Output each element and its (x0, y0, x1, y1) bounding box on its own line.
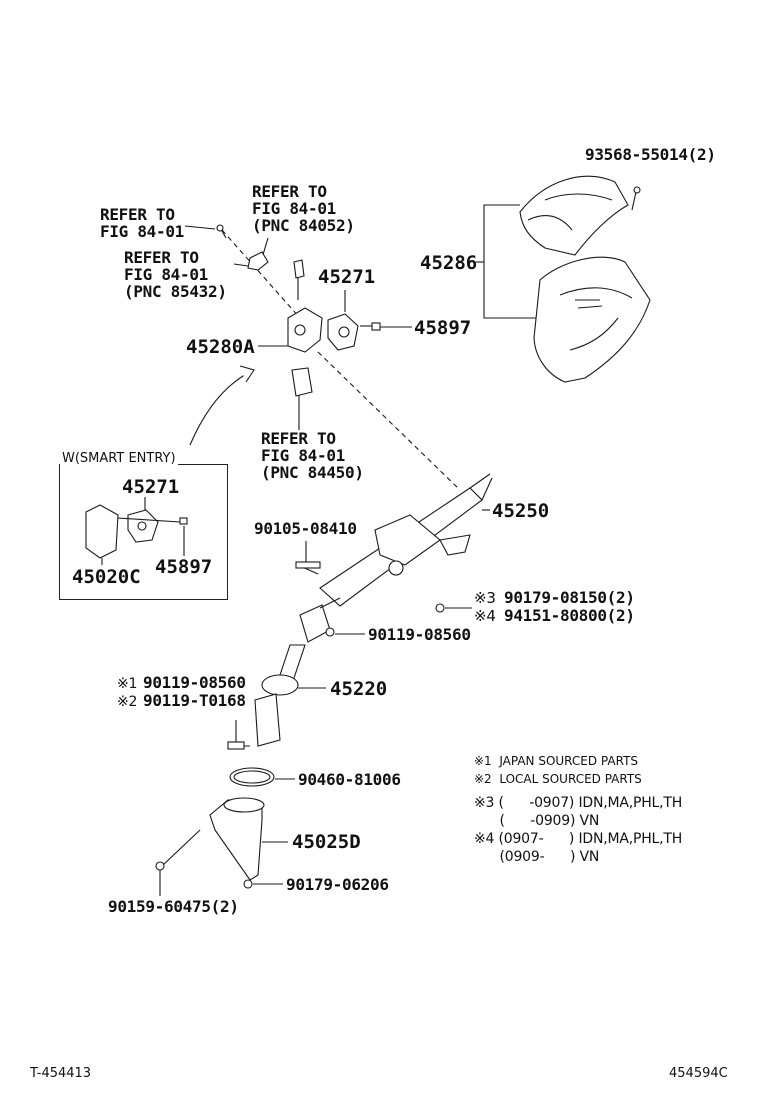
part-90179-08150: 90179-08150(2) (504, 588, 635, 607)
note-4-line-1: ※4 (0907- ) IDN,MA,PHL,TH (474, 831, 683, 847)
part-90460-81006: 90460-81006 (298, 770, 401, 789)
smart-entry-arrow (189, 371, 251, 446)
note-4-line-2: (0909- ) VN (474, 849, 600, 865)
part-45271: 45271 (318, 266, 376, 288)
upper-column-cover (519, 175, 629, 256)
cover-screw (631, 191, 637, 211)
inset-switch-45020C (85, 504, 119, 559)
part-90119-08560: 90119-08560 (368, 625, 471, 644)
inset-switch-45271 (127, 509, 159, 543)
bolt-90119-lower (227, 741, 245, 750)
mark-4: ※4 (474, 607, 496, 625)
part-45280A: 45280A (186, 336, 255, 358)
part-90159-60475: 90159-60475(2) (108, 897, 239, 916)
bolt-90159 (161, 829, 201, 867)
bolt-90179-08150 (435, 603, 445, 613)
note-japan-sourced: ※1 JAPAN SOURCED PARTS (474, 754, 639, 768)
part-45220: 45220 (330, 678, 388, 700)
footer-right-code: 454594C (669, 1066, 728, 1081)
part-93568-55014: 93568-55014(2) (585, 145, 716, 164)
mark-2: ※2 (117, 694, 138, 710)
inset-part-45897: 45897 (155, 556, 213, 578)
refer-label-85432: REFER TO FIG 84-01 (PNC 85432) (124, 248, 227, 301)
part-45025D: 45025D (292, 831, 361, 853)
lower-column-cover (533, 256, 651, 383)
bolt-90119-upper (325, 627, 335, 637)
part-90119-T0168: 90119-T0168 (143, 691, 246, 710)
note-local-sourced: ※2 LOCAL SOURCED PARTS (474, 772, 642, 786)
refer-label-top-left: REFER TO FIG 84-01 (100, 205, 184, 241)
bolt-90105 (295, 561, 321, 569)
screw-45897 (371, 322, 381, 331)
mark-1: ※1 (117, 676, 138, 692)
part-45897: 45897 (414, 317, 472, 339)
part-45250: 45250 (492, 500, 550, 522)
part-90105-08410: 90105-08410 (254, 519, 357, 538)
switch-45271 (327, 313, 359, 351)
refer-label-84052: REFER TO FIG 84-01 (PNC 84052) (252, 182, 355, 235)
clip-85432 (247, 251, 269, 271)
part-90119-08560-jp: 90119-08560 (143, 673, 246, 692)
inset-part-45020C: 45020C (72, 566, 141, 588)
inset-title: W(SMART ENTRY) (60, 451, 178, 466)
part-45286: 45286 (420, 252, 478, 274)
universal-joint-upper (299, 604, 331, 643)
refer-label-84450: REFER TO FIG 84-01 (PNC 84450) (261, 429, 364, 482)
note-3-line-2: ( -0909) VN (474, 813, 600, 829)
part-90179-06206: 90179-06206 (286, 875, 389, 894)
inset-part-45271: 45271 (122, 476, 180, 498)
assembly-axis-lower (317, 351, 461, 491)
assembly-axis-upper (221, 229, 301, 319)
key-cylinder (291, 367, 313, 397)
footer-left-code: T-454413 (30, 1066, 92, 1081)
pin-84052 (293, 259, 305, 279)
part-94151-80800: 94151-80800(2) (504, 606, 635, 625)
nut-90179-06206 (243, 879, 253, 889)
screw-top-left (216, 224, 224, 232)
universal-joint-lower (254, 693, 281, 747)
steering-boot-45025D (209, 799, 263, 881)
mark-3: ※3 (474, 589, 496, 607)
note-3-line-1: ※3 ( -0907) IDN,MA,PHL,TH (474, 795, 683, 811)
